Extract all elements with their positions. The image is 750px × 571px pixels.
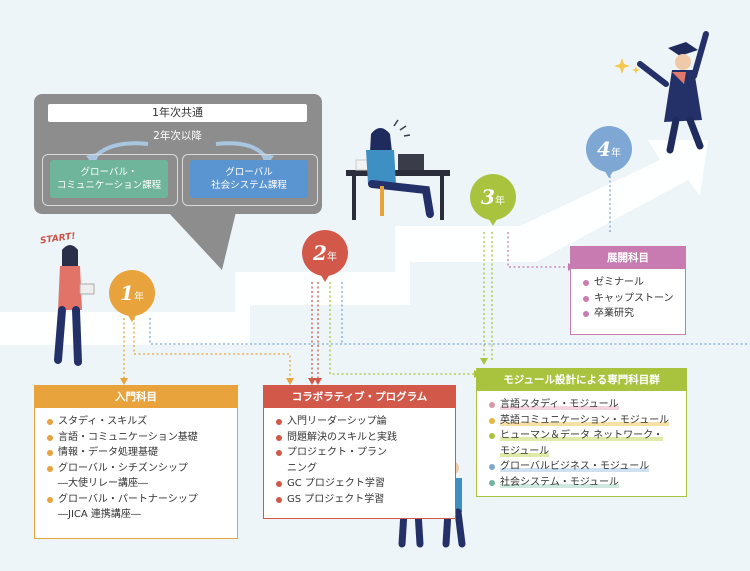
graduate-illustration [637, 31, 709, 154]
progress-stair-ribbon [0, 140, 708, 345]
module-label: ヒューマン＆データ ネットワーク・ [500, 430, 663, 441]
branch-arrows [86, 141, 274, 166]
list-item-continuation: ニング [287, 462, 317, 474]
year-number: 4 [597, 137, 611, 161]
list-item-continuation: ―大使リレー講座― [58, 478, 148, 489]
collaborative-program-list: 入門リーダーシップ論 問題解決のスキルと実践 プロジェクト・プラン ニング GC… [264, 408, 455, 507]
course-outline-gc [42, 154, 178, 206]
course-line2: コミュニケーション課程 [56, 180, 162, 191]
year-number: 3 [481, 185, 495, 209]
specialized-modules-box: モジュール設計による専門科目群 言語スタディ・モジュール 英語コミュニケーション… [476, 368, 687, 497]
list-item-continuation: モジュール [489, 444, 676, 460]
list-item: GS プロジェクト学習 [276, 492, 445, 508]
year-marker-2: 2年 [302, 230, 348, 282]
module-label: モジュール [500, 445, 550, 457]
module-label: 社会システム・モジュール [500, 476, 619, 488]
year-suffix: 年 [133, 292, 144, 303]
specialized-modules-title: モジュール設計による専門科目群 [477, 369, 686, 391]
callout-tail [168, 212, 236, 270]
connector-year1-collab [133, 318, 291, 380]
student-start-illustration [54, 245, 95, 366]
list-item: 言語・コミュニケーション基礎 [47, 430, 227, 446]
year1-common-label: 1年次共通 [48, 104, 307, 122]
year-number: 1 [120, 281, 134, 305]
list-item: グローバル・シチズンシップ [47, 461, 227, 477]
list-item: プロジェクト・プラン [276, 445, 445, 461]
list-item: 英語コミュニケーション・モジュール [489, 413, 676, 429]
connector-year2-modules [329, 282, 476, 375]
advanced-courses-box: 展開科目 ゼミナール キャップストーン 卒業研究 [570, 246, 686, 335]
list-item: ヒューマン＆データ ネットワーク・ [489, 428, 676, 444]
course-line1: グローバル [225, 167, 273, 178]
list-item: 卒業研究 [583, 306, 675, 322]
list-item: GC プロジェクト学習 [276, 476, 445, 492]
intro-courses-title: 入門科目 [35, 386, 237, 408]
year-suffix: 年 [494, 196, 505, 207]
list-item: ゼミナール [583, 275, 675, 291]
collaborative-program-title: コラボラティブ・プログラム [264, 386, 455, 408]
intro-courses-list: スタディ・スキルズ 言語・コミュニケーション基礎 情報・データ処理基礎 グローバ… [35, 408, 237, 523]
sparkle-icon [614, 58, 640, 74]
specialized-modules-list: 言語スタディ・モジュール 英語コミュニケーション・モジュール ヒューマン＆データ… [477, 391, 686, 490]
list-item: 情報・データ処理基礎 [47, 445, 227, 461]
year2-later-label: 2年次以降 [153, 130, 202, 142]
year-number: 2 [313, 241, 327, 265]
year-marker-3: 3年 [470, 174, 516, 226]
year-suffix: 年 [610, 148, 621, 159]
course-line2: 社会システム課程 [211, 180, 287, 191]
course-global-communication: グローバル・ コミュニケーション課程 [50, 160, 168, 198]
collaborative-program-box: コラボラティブ・プログラム 入門リーダーシップ論 問題解決のスキルと実践 プロジ… [263, 385, 456, 519]
advanced-courses-title: 展開科目 [571, 247, 685, 269]
list-item-continuation: ―JICA 連携講座― [58, 509, 141, 520]
list-item: グローバルビジネス・モジュール [489, 459, 676, 475]
list-item: 社会システム・モジュール [489, 475, 676, 491]
course-outline-gs [182, 154, 318, 206]
module-label: 言語スタディ・モジュール [500, 399, 619, 410]
advanced-courses-list: ゼミナール キャップストーン 卒業研究 [571, 269, 685, 322]
module-label: 英語コミュニケーション・モジュール [500, 414, 670, 426]
list-item: 入門リーダーシップ論 [276, 414, 445, 430]
list-item: 言語スタディ・モジュール [489, 397, 676, 413]
person-at-desk-illustration [346, 119, 450, 220]
year-suffix: 年 [326, 252, 337, 263]
course-global-social-system: グローバル 社会システム課程 [190, 160, 308, 198]
list-item: グローバル・パートナーシップ [47, 492, 227, 508]
intro-courses-box: 入門科目 スタディ・スキルズ 言語・コミュニケーション基礎 情報・データ処理基礎… [34, 385, 238, 539]
list-item: スタディ・スキルズ [47, 414, 227, 430]
list-item: キャップストーン [583, 291, 675, 307]
list-item: 問題解決のスキルと実践 [276, 430, 445, 446]
module-label: グローバルビジネス・モジュール [500, 461, 650, 472]
year-marker-1: 1年 [109, 270, 155, 322]
year-marker-4: 4年 [586, 126, 632, 178]
course-line1: グローバル・ [80, 167, 138, 178]
